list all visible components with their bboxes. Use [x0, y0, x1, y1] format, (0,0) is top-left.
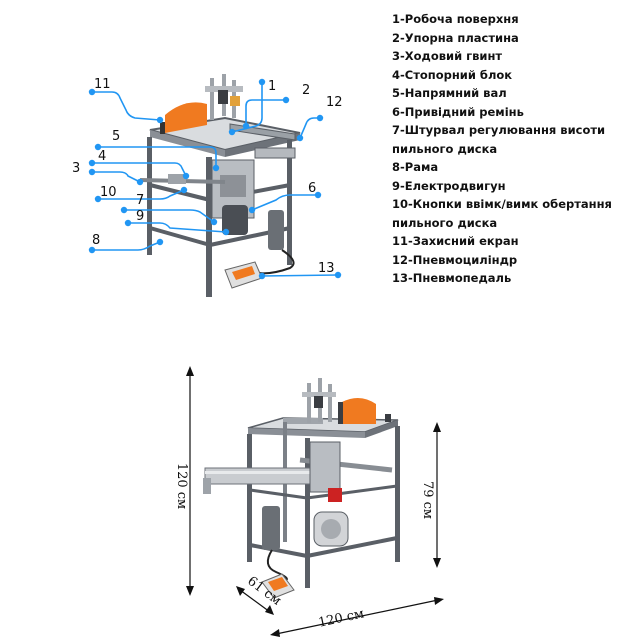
callout-dots [88, 78, 342, 280]
callout-7: 7 [136, 193, 144, 208]
callout-3: 3 [72, 161, 80, 176]
callout-numbers: 11 1 2 12 5 4 3 10 6 7 9 8 13 [72, 77, 343, 276]
callout-6: 6 [308, 181, 316, 196]
dim-height-table: 79 см [420, 481, 435, 519]
callout-10: 10 [100, 185, 117, 200]
callout-1: 1 [268, 79, 276, 94]
top-machine [139, 74, 301, 297]
component-legend: 1-Робоча поверхня 2-Упорна пластина 3-Хо… [392, 10, 638, 288]
legend-item: 10-Кнопки ввімк/вимк обертання [392, 197, 612, 211]
callout-12: 12 [326, 95, 343, 110]
callout-5: 5 [112, 129, 120, 144]
legend-item: 1-Робоча поверхня [392, 12, 519, 26]
legend-item: 2-Упорна пластина [392, 30, 519, 45]
legend-item: 6-Привідний ремінь [392, 104, 524, 119]
legend-item: 3-Ходовий гвинт [392, 49, 503, 63]
legend-item: 9-Електродвигун [392, 178, 506, 193]
legend-item: 8-Рама [392, 160, 439, 174]
callout-11: 11 [94, 77, 111, 92]
callout-lines [92, 82, 339, 277]
callout-4: 4 [98, 149, 106, 164]
legend-item: 11-Захисний екран [392, 234, 519, 248]
bottom-machine [203, 378, 400, 599]
callout-2: 2 [302, 83, 310, 98]
dim-width: 120 см [317, 606, 365, 630]
callout-8: 8 [92, 233, 100, 248]
legend-item: 12-Пневмоциліндр [392, 252, 518, 267]
legend-item: 5-Напрямний вал [392, 86, 507, 100]
legend-item: 7-Штурвал регулювання висоти [392, 123, 606, 137]
legend-item: 13-Пневмопедаль [392, 271, 512, 285]
legend-item: пильного диска [392, 141, 498, 156]
legend-item: пильного диска [392, 215, 498, 230]
dimension-lines [186, 366, 444, 637]
legend-item: 4-Стопорний блок [392, 67, 513, 82]
callout-9: 9 [136, 209, 144, 224]
callout-13: 13 [318, 261, 335, 276]
dim-height-total: 120 см [174, 463, 189, 509]
